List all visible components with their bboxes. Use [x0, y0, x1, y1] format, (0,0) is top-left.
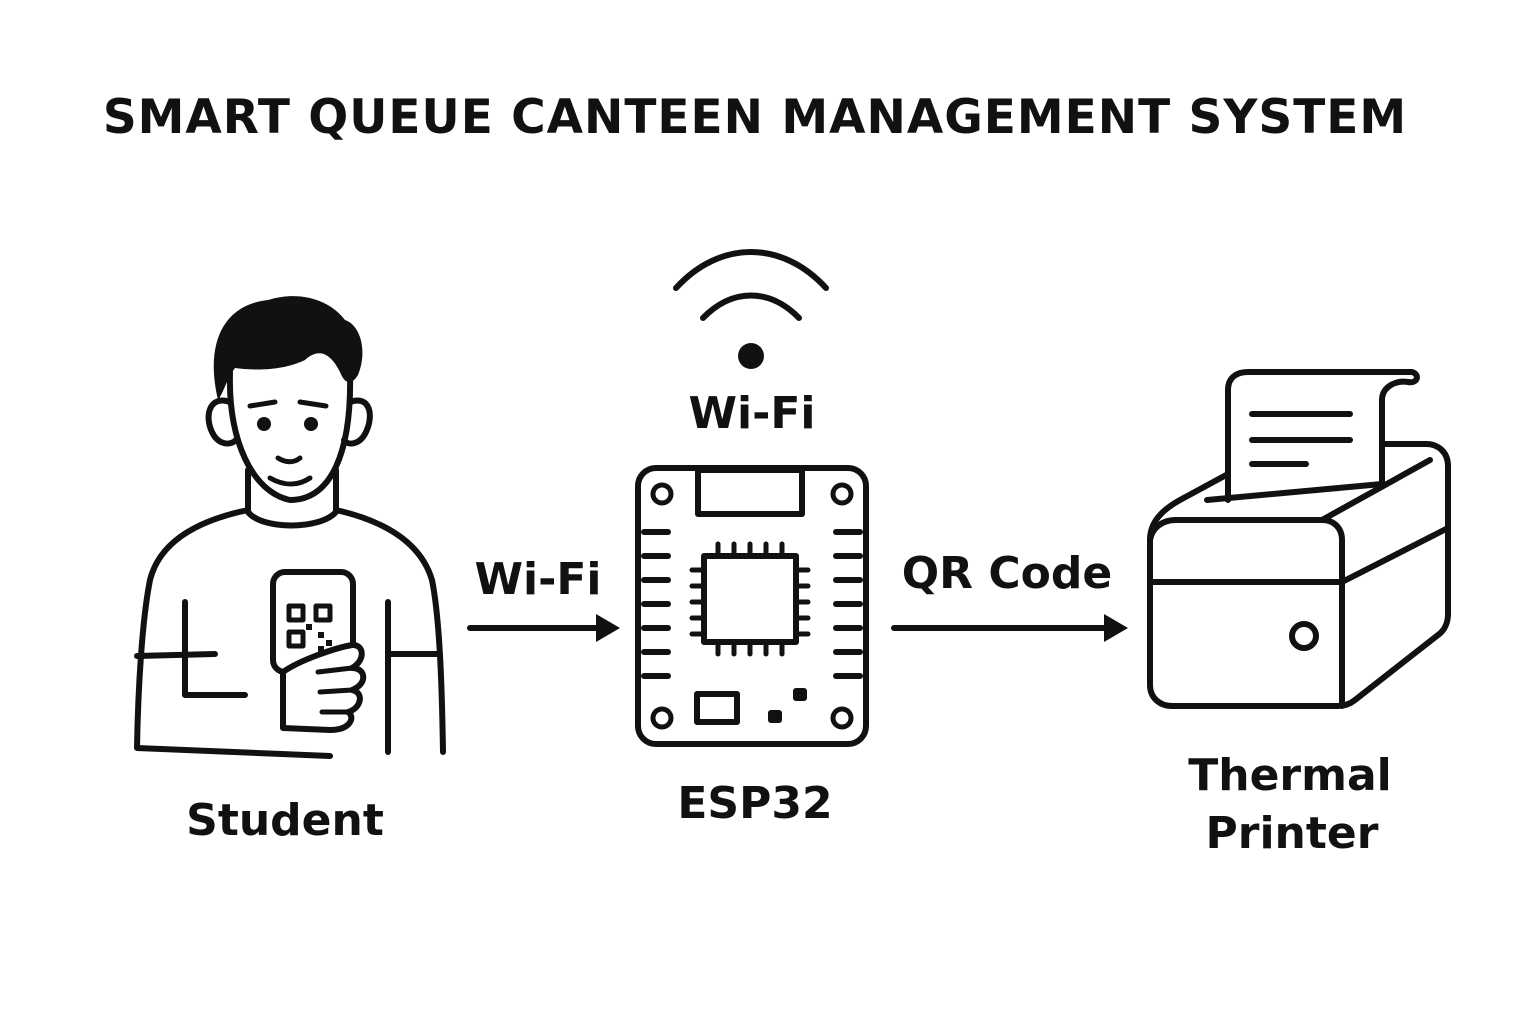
diagram-title: SMART QUEUE CANTEEN MANAGEMENT SYSTEM [103, 90, 1407, 145]
wifi-label: Wi-Fi [688, 388, 815, 439]
edge-label-qr-code: QR Code [902, 548, 1112, 599]
printer-label-line2: Printer [1206, 808, 1379, 859]
esp32-board-icon [635, 465, 869, 747]
esp32-label: ESP32 [677, 778, 832, 829]
printer-label-line1: Thermal [1188, 750, 1392, 801]
thermal-printer-icon [1147, 369, 1451, 709]
student-with-phone-icon [134, 296, 446, 759]
wifi-icon [673, 249, 829, 369]
edge-esp32-to-printer [891, 614, 1128, 642]
student-label: Student [186, 795, 384, 846]
edge-label-wifi: Wi-Fi [474, 554, 601, 605]
qr-code-icon [286, 603, 333, 652]
edge-student-to-esp32 [467, 614, 620, 642]
